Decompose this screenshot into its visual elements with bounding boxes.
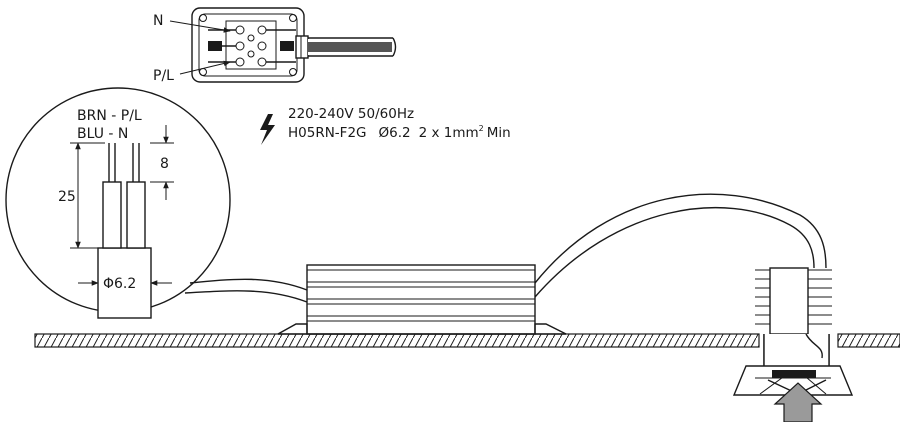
output-cable [534, 193, 827, 298]
conductor-superscript: 2 [479, 124, 484, 133]
phase-pointer [179, 60, 231, 75]
downlight-fitting [732, 267, 854, 396]
conductor-min: Min [487, 125, 511, 141]
led-driver [277, 264, 567, 335]
neutral-terminal-label: N [153, 13, 163, 29]
sheath-strip-value: 25 [58, 189, 76, 205]
sheath-strip-dimension [70, 142, 105, 249]
cable-diameter-value: Φ6.2 [103, 276, 136, 292]
push-up-arrow-icon [773, 382, 823, 422]
voltage-spec: 220-240V 50/60Hz [288, 106, 414, 122]
cable-type: H05RN-F2G [288, 125, 367, 141]
neutral-pointer [169, 20, 231, 33]
brown-wire-label: BRN - P/L [77, 108, 142, 124]
blue-wire-label: BLU - N [77, 126, 128, 142]
strip-length-dimension [150, 125, 174, 200]
cable-size: Ø6.2 [379, 125, 411, 141]
supply-cable [184, 278, 308, 303]
conductor-spec: 2 x 1mm [419, 125, 479, 141]
lightning-bolt-icon [260, 114, 275, 145]
strip-length-value: 8 [160, 156, 169, 172]
terminal-block [191, 7, 397, 83]
phase-terminal-label: P/L [153, 68, 174, 84]
cable-detail-circle [5, 87, 231, 319]
